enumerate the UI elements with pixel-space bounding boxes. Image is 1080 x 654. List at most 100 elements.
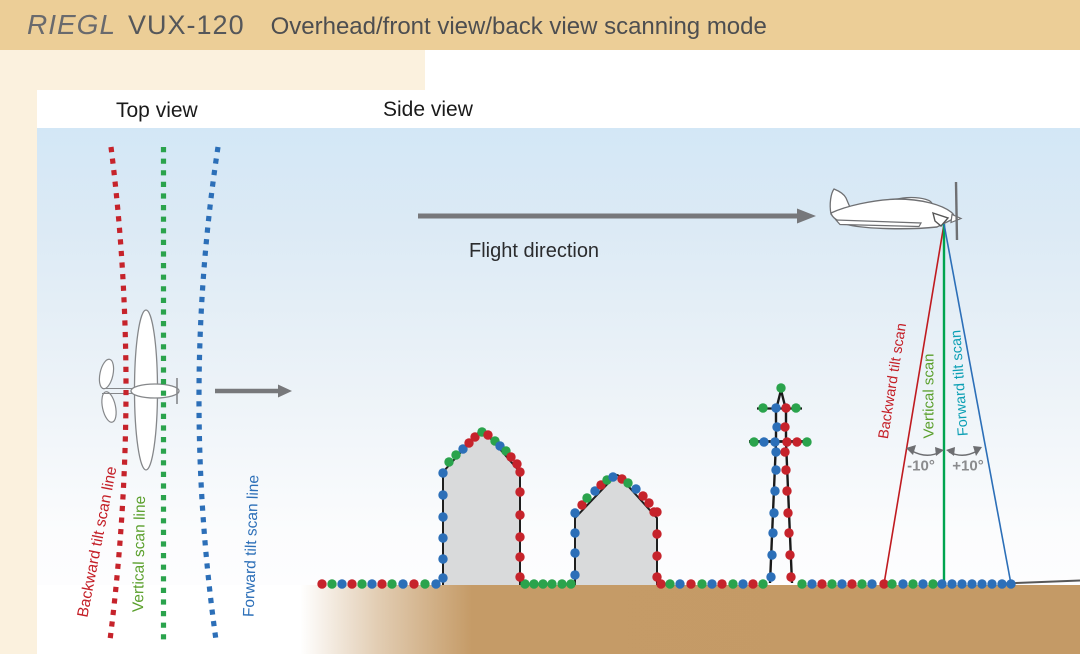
scan-point — [638, 491, 648, 501]
forward-tilt-angle: +10° — [952, 457, 984, 475]
scan-point — [791, 403, 801, 413]
scan-point — [538, 579, 548, 589]
scan-point — [451, 450, 461, 460]
scan-point — [367, 579, 377, 589]
scan-point — [776, 383, 786, 393]
scan-point — [758, 579, 768, 589]
scan-point — [785, 550, 795, 560]
scan-point — [847, 579, 857, 589]
scan-point — [784, 528, 794, 538]
scan-point — [997, 579, 1007, 589]
scan-point — [807, 579, 817, 589]
scan-point — [420, 579, 430, 589]
brand-logo: RIEGL — [27, 9, 117, 40]
model-name: VUX-120 — [128, 10, 245, 40]
scan-point — [918, 579, 928, 589]
scan-point — [717, 579, 727, 589]
scan-point — [665, 579, 675, 589]
scan-point — [977, 579, 987, 589]
scan-point — [464, 438, 474, 448]
scan-point — [515, 467, 525, 477]
scan-point — [512, 459, 522, 469]
scan-point — [770, 437, 780, 447]
scan-point — [577, 500, 587, 510]
scan-point — [570, 528, 580, 538]
scan-point — [771, 403, 781, 413]
scan-point — [782, 486, 792, 496]
scan-point — [347, 579, 357, 589]
scan-point — [438, 490, 448, 500]
scan-point — [707, 579, 717, 589]
side-plane-propeller — [954, 181, 959, 241]
scan-point — [771, 465, 781, 475]
flight-direction-arrow-head — [797, 208, 816, 224]
scan-point — [377, 579, 387, 589]
scan-point — [675, 579, 685, 589]
angle-arc-forward-head-left — [946, 447, 955, 456]
scan-point — [797, 579, 807, 589]
scan-point — [827, 579, 837, 589]
scan-point — [728, 579, 738, 589]
scan-point — [458, 444, 468, 454]
scan-point — [644, 498, 654, 508]
scan-point — [817, 579, 827, 589]
backward-scan-line — [883, 223, 945, 585]
top-plane-tail-upper — [98, 358, 115, 390]
scan-point — [652, 529, 662, 539]
scan-point — [802, 437, 812, 447]
angle-arc-forward-head-right — [973, 446, 982, 456]
scan-point — [547, 579, 557, 589]
side-view-heading: Side view — [383, 98, 473, 121]
scan-point — [470, 432, 480, 442]
scan-point — [780, 422, 790, 432]
scan-point — [570, 570, 580, 580]
scan-point — [590, 486, 600, 496]
scan-point — [387, 579, 397, 589]
header-bar: RIEGL VUX-120 Overhead/front view/back v… — [0, 0, 1080, 50]
page-title: Overhead/front view/back view scanning m… — [270, 13, 767, 40]
scan-point — [570, 548, 580, 558]
scan-point — [867, 579, 877, 589]
scan-point — [438, 554, 448, 564]
scan-point — [947, 579, 957, 589]
scan-point — [749, 437, 759, 447]
scan-point — [438, 512, 448, 522]
scan-point — [748, 579, 758, 589]
top-view-heading: Top view — [116, 99, 198, 122]
scan-point — [792, 437, 802, 447]
scan-point — [781, 403, 791, 413]
scan-point — [781, 465, 791, 475]
scan-point — [444, 457, 454, 467]
scan-point — [957, 579, 967, 589]
scan-point — [766, 572, 776, 582]
scan-point — [767, 550, 777, 560]
scan-point — [623, 478, 633, 488]
angle-arc-backward-head-right — [935, 447, 944, 456]
ground-edge-line — [1004, 579, 1080, 585]
scan-point — [520, 579, 530, 589]
scan-point — [887, 579, 897, 589]
top-plane-tail-lower — [101, 391, 117, 423]
building-short — [574, 474, 658, 585]
scan-point — [438, 533, 448, 543]
scan-point — [566, 579, 576, 589]
scan-point — [738, 579, 748, 589]
scan-point — [772, 422, 782, 432]
scan-point — [327, 579, 337, 589]
scan-point — [652, 551, 662, 561]
scan-point — [786, 572, 796, 582]
scan-point — [783, 508, 793, 518]
scan-point — [937, 579, 947, 589]
scan-point — [697, 579, 707, 589]
scan-point — [409, 579, 419, 589]
scan-point — [631, 484, 641, 494]
scan-point — [337, 579, 347, 589]
backward-tilt-angle: -10° — [907, 457, 935, 475]
scan-point — [506, 452, 516, 462]
scan-point — [898, 579, 908, 589]
scan-point — [438, 573, 448, 583]
scan-point — [928, 579, 938, 589]
scan-point — [768, 528, 778, 538]
scan-point — [857, 579, 867, 589]
